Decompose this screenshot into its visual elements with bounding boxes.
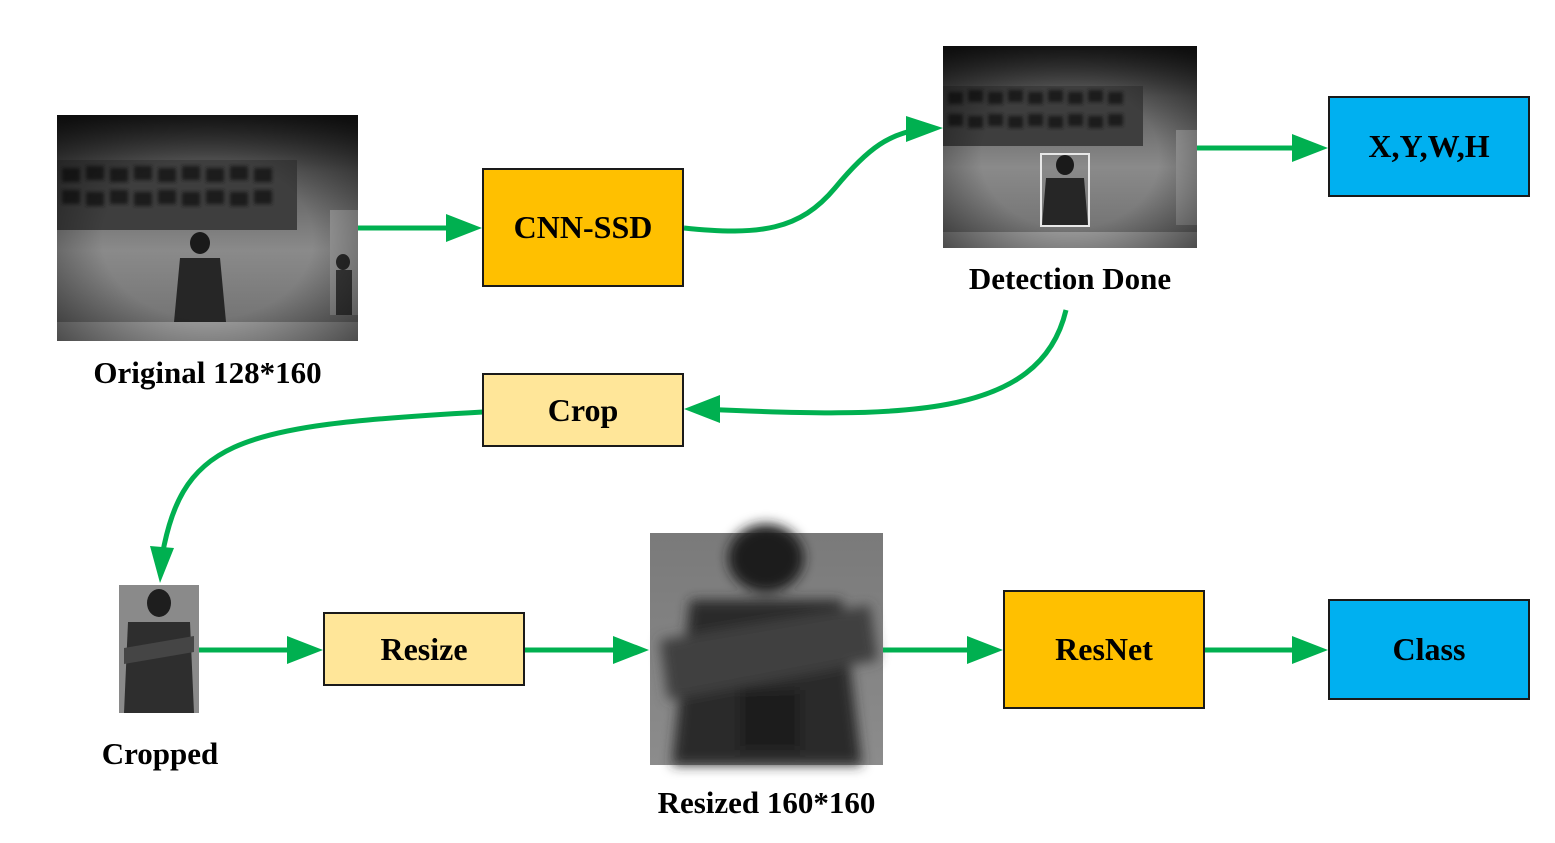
arrowhead-crop-to-cropped [150, 546, 174, 583]
arrowhead-detection-to-xywh [1292, 134, 1328, 162]
resized-image [650, 524, 883, 765]
cropped-caption: Cropped [101, 736, 219, 771]
arrowhead-resize-to-resized [613, 636, 649, 664]
resnet-box: ResNet [1003, 590, 1205, 709]
arrowhead-detection-to-crop [684, 395, 720, 423]
arrow-cnnssd-to-detection [683, 125, 929, 234]
cropped-image [119, 585, 199, 713]
class-output-box: Class [1328, 599, 1530, 700]
arrow-crop-to-cropped [157, 409, 484, 569]
xywh-output-box: X,Y,W,H [1328, 96, 1530, 197]
detection-frame-image [943, 46, 1197, 248]
arrow-detection-to-crop [699, 309, 1069, 416]
resized-caption: Resized 160*160 [657, 785, 876, 820]
original-frame-image [57, 115, 358, 341]
arrowhead-resnet-to-class [1292, 636, 1328, 664]
arrowhead-cropped-to-resize [287, 636, 323, 664]
crop-box: Crop [482, 373, 684, 447]
arrowhead-original-to-cnnssd [446, 214, 482, 242]
original-caption: Original 128*160 [93, 355, 322, 390]
arrowhead-cnnssd-to-detection [906, 116, 943, 142]
detection-caption: Detection Done [968, 261, 1172, 296]
cnn-ssd-box: CNN-SSD [482, 168, 684, 287]
resize-box: Resize [323, 612, 525, 686]
arrowhead-resized-to-resnet [967, 636, 1003, 664]
